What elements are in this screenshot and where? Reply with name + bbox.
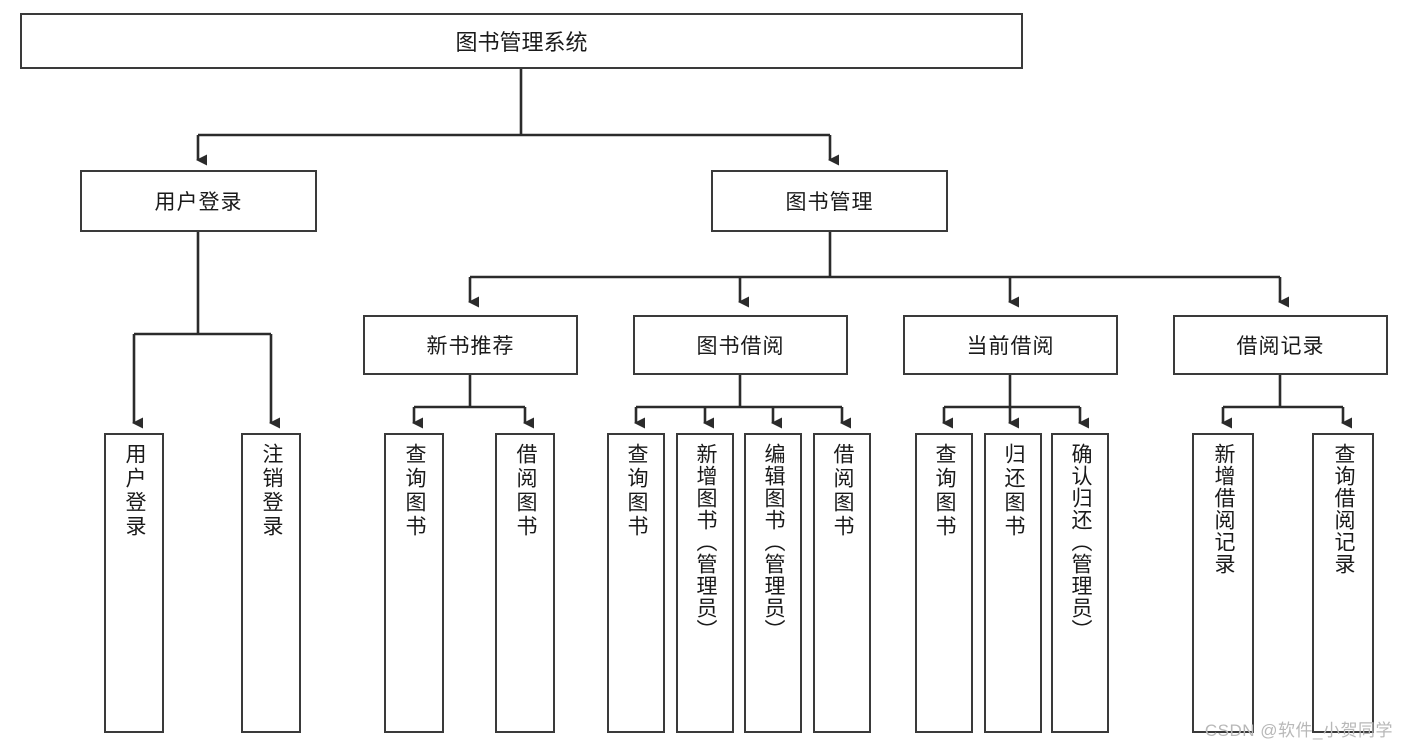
node-label: 新书推荐 [426,335,515,358]
leaf-current-borrow-query-book[interactable]: 查询图书 [915,433,973,733]
node-label: 图书管理 [785,191,874,214]
leaf-label: 编辑图书（管理员） [762,443,786,641]
leaf-label: 确认归还（管理员） [1069,443,1093,641]
leaf-label: 归还图书 [1002,443,1026,539]
node-user-login[interactable]: 用户登录 [80,170,317,232]
leaf-user-login-logout[interactable]: 注销登录 [241,433,301,733]
leaf-label: 查询借阅记录 [1332,443,1356,575]
leaf-new-book-borrow-book[interactable]: 借阅图书 [495,433,555,733]
leaf-label: 注销登录 [260,443,284,539]
leaf-borrow-record-add-record[interactable]: 新增借阅记录 [1192,433,1254,733]
leaf-current-borrow-return-book[interactable]: 归还图书 [984,433,1042,733]
node-new-book-recommend[interactable]: 新书推荐 [363,315,578,375]
leaf-label: 用户登录 [123,443,147,539]
leaf-label: 查询图书 [403,443,427,539]
node-label: 用户登录 [154,191,243,214]
node-label: 借阅记录 [1236,335,1325,358]
leaf-label: 新增借阅记录 [1212,443,1236,575]
node-label: 图书借阅 [696,335,785,358]
watermark-text: CSDN @软件_小贺同学 [1204,721,1393,740]
leaf-borrow-record-query-record[interactable]: 查询借阅记录 [1312,433,1374,733]
node-book-borrow[interactable]: 图书借阅 [633,315,848,375]
leaf-book-borrow-edit-book-admin[interactable]: 编辑图书（管理员） [744,433,802,733]
leaf-user-login-login[interactable]: 用户登录 [104,433,164,733]
leaf-book-borrow-borrow-book[interactable]: 借阅图书 [813,433,871,733]
node-root-book-management-system[interactable]: 图书管理系统 [20,13,1023,69]
node-current-borrow[interactable]: 当前借阅 [903,315,1118,375]
leaf-label: 借阅图书 [514,443,538,539]
leaf-book-borrow-add-book-admin[interactable]: 新增图书（管理员） [676,433,734,733]
leaf-label: 借阅图书 [831,443,855,539]
node-borrow-record[interactable]: 借阅记录 [1173,315,1388,375]
leaf-book-borrow-query-book[interactable]: 查询图书 [607,433,665,733]
leaf-label: 新增图书（管理员） [694,443,718,641]
leaf-current-borrow-confirm-return-admin[interactable]: 确认归还（管理员） [1051,433,1109,733]
node-book-management[interactable]: 图书管理 [711,170,948,232]
node-label: 当前借阅 [966,335,1055,358]
leaf-label: 查询图书 [625,443,649,539]
node-label: 图书管理系统 [455,30,588,55]
leaf-label: 查询图书 [933,443,957,539]
leaf-new-book-query-book[interactable]: 查询图书 [384,433,444,733]
